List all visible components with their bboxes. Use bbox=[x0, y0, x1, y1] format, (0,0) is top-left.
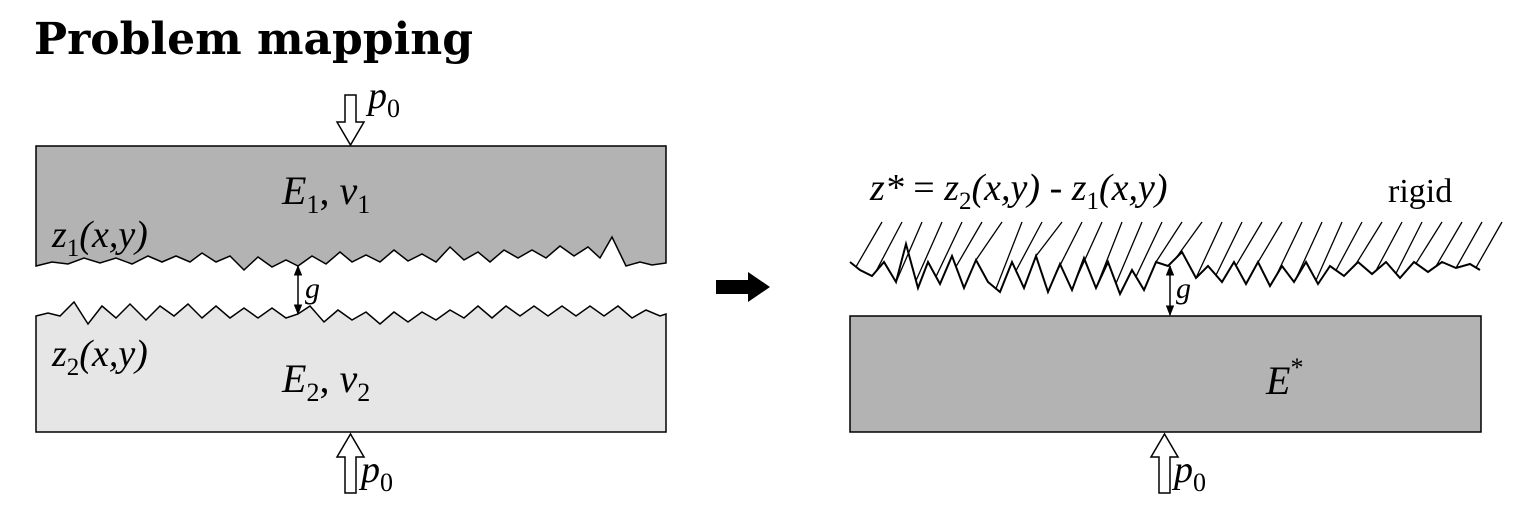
hatch-line bbox=[1435, 221, 1463, 267]
hatch-line bbox=[1215, 221, 1243, 276]
hatch-line bbox=[1295, 221, 1323, 279]
page-title: Problem mapping bbox=[34, 14, 474, 65]
hatch-line bbox=[1175, 221, 1203, 259]
hatch-line bbox=[915, 221, 943, 281]
hatch-line bbox=[1395, 221, 1423, 274]
hatch-line bbox=[1155, 221, 1183, 263]
right-gap-label: g bbox=[1176, 272, 1191, 305]
hatch-line bbox=[995, 221, 1023, 289]
hatch-line bbox=[1355, 221, 1383, 265]
lower-surface-label: z2(x,y) bbox=[51, 333, 148, 381]
hatch-line bbox=[1255, 221, 1283, 266]
equivalent-elastic-body bbox=[849, 315, 1482, 433]
hatch-line bbox=[1135, 221, 1163, 277]
rigid-hatching bbox=[855, 221, 1503, 289]
lower-body bbox=[35, 300, 667, 433]
hatch-line bbox=[1195, 221, 1223, 279]
upper-body bbox=[35, 145, 667, 272]
hatch-line bbox=[855, 221, 883, 268]
hatch-line bbox=[1375, 221, 1403, 271]
hatch-line bbox=[975, 221, 1003, 261]
effective-modulus-label: E* bbox=[1265, 353, 1303, 403]
right-bottom-load-label: p0 bbox=[1171, 449, 1206, 497]
hatch-line bbox=[1035, 221, 1063, 257]
hatch-line bbox=[1015, 221, 1043, 271]
lower-material-label: E2, v2 bbox=[281, 356, 370, 407]
equivalent-surface-equation: z* = z2(x,y) - z1(x,y) bbox=[869, 167, 1168, 215]
hatch-line bbox=[955, 221, 983, 267]
hatch-line bbox=[1475, 221, 1503, 268]
upper-material-label: E1, v1 bbox=[281, 168, 370, 219]
hatch-line bbox=[875, 221, 903, 272]
hatch-line bbox=[1315, 221, 1343, 281]
rigid-rough-surface bbox=[849, 240, 1481, 297]
hollow-up-arrow-icon bbox=[1149, 432, 1180, 494]
left-bottom-load-label: p0 bbox=[358, 449, 393, 497]
right-arrow-icon bbox=[716, 272, 770, 302]
hatch-line bbox=[1115, 221, 1143, 284]
hollow-down-arrow-icon bbox=[335, 94, 366, 147]
left-gap-label: g bbox=[305, 272, 320, 305]
hatch-line bbox=[1235, 221, 1263, 266]
hatch-line bbox=[1415, 221, 1443, 264]
hatch-line bbox=[935, 221, 963, 277]
hollow-up-arrow-icon bbox=[335, 432, 366, 494]
top-load-label: p0 bbox=[365, 75, 400, 123]
hatch-line bbox=[1455, 221, 1483, 269]
hatch-line bbox=[1335, 221, 1363, 271]
rigid-label: rigid bbox=[1388, 173, 1452, 210]
upper-surface-label: z1(x,y) bbox=[51, 214, 148, 262]
